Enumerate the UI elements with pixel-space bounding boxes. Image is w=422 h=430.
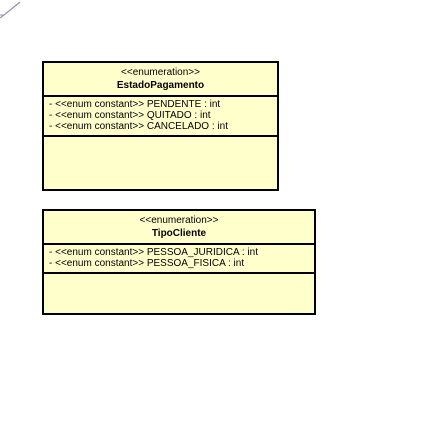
enum-constant-pendente: - <<enum constant>> PENDENTE : int bbox=[49, 99, 221, 110]
attribute-compartment: - <<enum constant>> PENDENTE : int - <<e… bbox=[44, 97, 277, 137]
enum-constant-quitado: - <<enum constant>> QUITADO : int bbox=[49, 110, 211, 121]
class-header: <<enumeration>> EstadoPagamento bbox=[44, 63, 277, 97]
operation-compartment bbox=[44, 137, 277, 145]
class-name: TipoCliente bbox=[151, 228, 207, 239]
class-header: <<enumeration>> TipoCliente bbox=[44, 211, 314, 245]
enum-estado-pagamento[interactable]: <<enumeration>> EstadoPagamento - <<enum… bbox=[42, 61, 279, 191]
partial-connector-line bbox=[0, 1, 21, 19]
operation-compartment bbox=[44, 274, 314, 282]
enum-constant-cancelado: - <<enum constant>> CANCELADO : int bbox=[49, 121, 228, 132]
enum-constant-pessoa-juridica: - <<enum constant>> PESSOA_JURIDICA : in… bbox=[49, 247, 258, 258]
enum-constant-pessoa-fisica: - <<enum constant>> PESSOA_FISICA : int bbox=[49, 258, 245, 269]
class-name: EstadoPagamento bbox=[116, 80, 205, 91]
stereotype-label: <<enumeration>> bbox=[121, 67, 200, 78]
attribute-compartment: - <<enum constant>> PESSOA_JURIDICA : in… bbox=[44, 245, 314, 274]
stereotype-label: <<enumeration>> bbox=[139, 215, 219, 226]
connector-segment bbox=[0, 1, 21, 19]
enum-tipo-cliente[interactable]: <<enumeration>> TipoCliente - <<enum con… bbox=[42, 209, 316, 315]
